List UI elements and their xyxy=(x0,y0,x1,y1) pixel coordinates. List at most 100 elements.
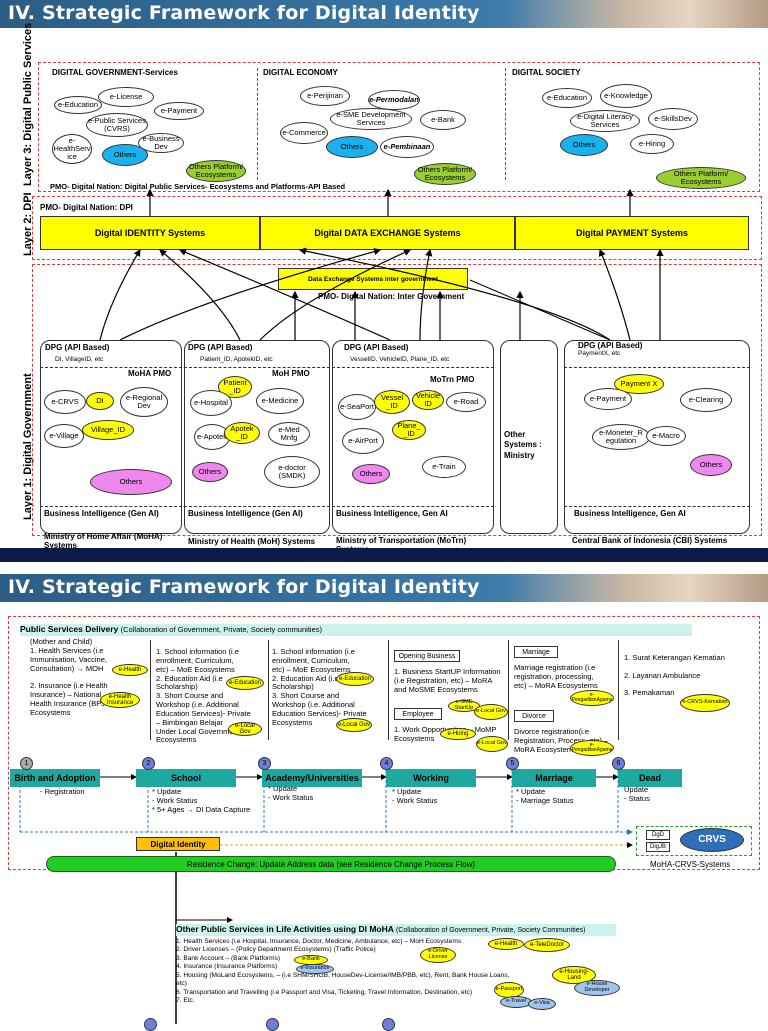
other-chip: e-Travel xyxy=(500,996,532,1008)
chip: e-CRVS-Kematian xyxy=(680,694,730,712)
moha-di: DI xyxy=(86,392,114,410)
eco-item: e-Commerce xyxy=(280,122,328,144)
moh-others: Others xyxy=(192,462,228,482)
divider xyxy=(257,68,258,180)
other-chip: e-Driver License xyxy=(420,947,456,963)
slide2-banner-photo xyxy=(508,574,768,602)
divider xyxy=(184,367,330,368)
moha-village-id: Village_ID xyxy=(82,420,134,440)
cbi-item: e-Moneter_R egulation xyxy=(592,424,650,450)
stage-note: - Registration xyxy=(40,787,85,796)
dpg-label: DPG (API Based) xyxy=(344,343,409,352)
gov-item: e-Business Dev xyxy=(138,133,184,153)
divider xyxy=(505,68,506,180)
birth-services: (Mother and Child) 1. Health Services (i… xyxy=(30,637,113,717)
cbi-payment-x: Payment X xyxy=(614,374,664,394)
eco-title: DIGITAL ECONOMY xyxy=(263,68,338,77)
pmo-dpi-label: PMO- Digital Nation: DPI xyxy=(40,203,133,212)
soc-item: e-Knowledge xyxy=(600,84,652,108)
moha-item: e-Village xyxy=(44,424,84,448)
soc-item: e-Digital Literacy Services xyxy=(570,110,640,132)
eco-platform: Others Platform/ Ecosystems xyxy=(414,163,476,185)
motrn-item: e-Train xyxy=(422,456,466,478)
divider xyxy=(564,367,750,368)
gov-item-others: Others xyxy=(102,144,148,166)
stage-birth: Birth and Adoption xyxy=(10,769,100,787)
opening-business-label: Opening Business xyxy=(394,650,460,662)
death-services: 1. Surat Keterangan Kematian 2. Layanan … xyxy=(624,653,725,698)
other-chip: e-Health xyxy=(488,938,524,950)
divider xyxy=(184,506,330,507)
moha-ids: DI, VillageID, etc xyxy=(55,356,104,363)
moha-others: Others xyxy=(90,469,172,495)
cbi-systems: Central Bank of Indonesia (CBI) Systems xyxy=(572,536,728,545)
motrn-ids: VesselID, VehicleID, Plane_ID, etc xyxy=(350,356,450,363)
pmo-dps-label: PMO- Digital Nation: Digital Public Serv… xyxy=(50,182,346,191)
divider xyxy=(268,640,269,740)
divider xyxy=(508,640,509,740)
stage-school: School xyxy=(136,769,236,787)
stage-note: * Update - Marriage Status xyxy=(516,787,574,805)
stage-academy: Academy/Universities xyxy=(262,769,362,787)
divider xyxy=(564,506,750,507)
stage-number: 5 xyxy=(506,757,519,770)
stage-marriage: Marriage xyxy=(512,769,596,787)
slide1-title: IV. Strategic Framework for Digital Iden… xyxy=(8,2,480,24)
chip: e-Local Gov xyxy=(474,704,508,720)
other-services-header: Other Public Services in Life Activities… xyxy=(176,924,616,936)
stage-number: 2 xyxy=(142,757,155,770)
motrn-others: Others xyxy=(352,464,390,484)
pmo-inter-label: PMO- Digital Nation: Inter Government xyxy=(318,292,465,301)
chip: e-Local Gov xyxy=(476,736,508,752)
academy-services: 1. School information (i.e enrollment, C… xyxy=(272,647,367,727)
stage-note: * Update - Work Status xyxy=(392,787,438,805)
marriage-label: Marriage xyxy=(514,646,558,658)
chip: e-Hiring xyxy=(440,728,476,740)
school-services: 1. School information (i.e enrollment, C… xyxy=(156,647,251,745)
dpi-data-exchange-box: Digital DATA EXCHANGE Systems xyxy=(260,216,515,250)
soc-item: e-Hiring xyxy=(630,134,674,154)
layer3-box xyxy=(38,62,760,192)
gov-item: e-License xyxy=(98,87,154,107)
business-services: 1. Business StartUP Information (i.e Reg… xyxy=(394,667,501,694)
slide1-banner-photo xyxy=(508,0,768,28)
digjb-box: DigJB xyxy=(646,842,670,852)
psd-subtitle: (Collaboration of Government, Private, S… xyxy=(120,625,322,634)
divider xyxy=(388,640,389,740)
motrn-plane-id: Plane_ _ID xyxy=(392,420,426,440)
moh-item: e-Hospital xyxy=(190,390,232,416)
divorce-label: Divorce xyxy=(514,710,554,722)
chip: e-Local Gov xyxy=(228,722,262,736)
stage-dead: Dead xyxy=(618,769,682,787)
marriage-services: Marriage registration (i.e registration,… xyxy=(514,663,598,690)
slide-separator xyxy=(0,548,768,562)
slide1-arrows xyxy=(99,188,664,341)
psd-title: Public Services Delivery xyxy=(20,624,119,634)
slide1-banner: IV. Strategic Framework for Digital Iden… xyxy=(0,0,768,28)
moha-crvs-label: MoHA-CRVS-Systems xyxy=(650,860,731,869)
moha-item: e-CRVS xyxy=(44,390,86,414)
crvs-ellipse: CRVS xyxy=(680,828,744,852)
other-services-list: 1. Health Services (i.e Hospital, Insura… xyxy=(176,938,510,1005)
dpg-label: DPG (API Based) xyxy=(188,343,253,352)
gov-item: e-Payment xyxy=(154,102,204,120)
motrn-pmo: MoTrn PMO xyxy=(430,375,475,384)
moh-pmo: MoH PMO xyxy=(272,369,310,378)
stage-note: * Update - Work Status xyxy=(268,784,314,802)
soc-title: DIGITAL SOCIETY xyxy=(512,68,581,77)
other-chip: e-Visa xyxy=(528,998,556,1010)
gov-item: e-HealthServ ice xyxy=(52,134,92,164)
chip: e-PengadilanAgama xyxy=(570,690,614,706)
gov-item: e-Public Services (CVRS) xyxy=(86,113,148,137)
motrn-bi: Business Intelligence, Gen AI xyxy=(336,509,448,518)
stage-number: 6 xyxy=(612,757,625,770)
divider xyxy=(332,506,494,507)
soc-item-others: Others xyxy=(560,134,608,156)
chip: e-Education xyxy=(226,676,264,690)
slide2-banner: IV. Strategic Framework for Digital Iden… xyxy=(0,574,768,602)
partial-stage-circle xyxy=(382,1018,395,1031)
psd-header: Public Services Delivery (Collaboration … xyxy=(20,624,692,636)
stage-number: 3 xyxy=(258,757,271,770)
stage-working: Working xyxy=(386,769,476,787)
motrn-item: e-AirPort xyxy=(342,428,384,454)
